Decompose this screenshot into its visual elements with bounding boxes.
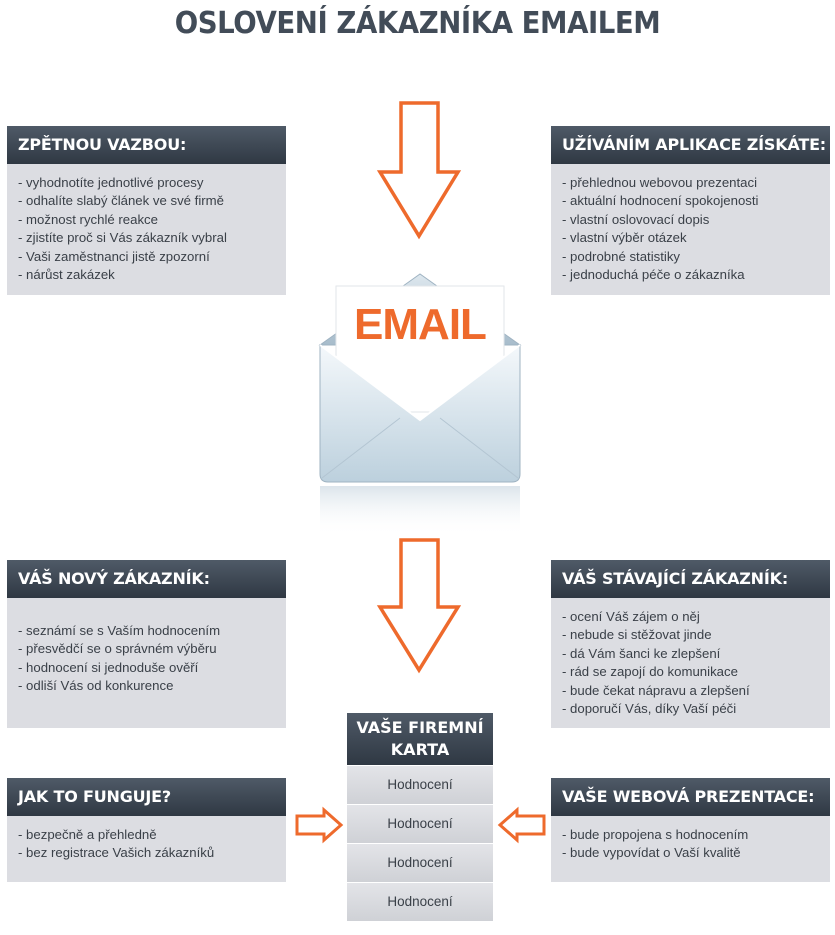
panel-web-presentation-list: - bude propojena s hodnocením - bude vyp… [562, 826, 820, 863]
panel-how-it-works-list: - bezpečně a přehledně - bez registrace … [18, 826, 276, 863]
company-card-title-line2: KARTA [390, 740, 450, 759]
company-card: VAŠE FIREMNÍ KARTA Hodnocení Hodnocení H… [347, 713, 493, 921]
company-card-row: Hodnocení [347, 804, 493, 843]
list-item: - odhalíte slabý článek ve své firmě [18, 193, 224, 209]
panel-how-it-works-title: JAK TO FUNGUJE? [7, 778, 286, 816]
list-item: - jednoduchá péče o zákazníka [562, 267, 745, 283]
list-item: - vyhodnotíte jednotlivé procesy [18, 175, 204, 190]
panel-existing-customer-title: VÁŠ STÁVAJÍCÍ ZÁKAZNÍK: [551, 560, 830, 598]
list-item: - přehlednou webovou prezentaci [562, 175, 758, 190]
panel-existing-customer: VÁŠ STÁVAJÍCÍ ZÁKAZNÍK: - ocení Váš záje… [551, 560, 830, 728]
list-item: - bezpečně a přehledně [18, 827, 157, 842]
list-item: - vlastní výběr otázek [562, 230, 687, 246]
panel-app: UŽÍVÁNÍM APLIKACE ZÍSKÁTE: - přehlednou … [551, 126, 830, 295]
company-card-row: Hodnocení [347, 843, 493, 882]
list-item: - doporučí Vás, díky Vaší péči [562, 701, 737, 717]
panel-how-it-works: JAK TO FUNGUJE? - bezpečně a přehledně -… [7, 778, 286, 882]
list-item: - aktuální hodnocení spokojenosti [562, 193, 759, 209]
panel-web-presentation-title: VAŠE WEBOVÁ PREZENTACE: [551, 778, 830, 816]
page-title: OSLOVENÍ ZÁKAZNÍKA EMAILEM [174, 6, 661, 41]
panel-new-customer: VÁŠ NOVÝ ZÁKAZNÍK: - seznámí se s Vaším … [7, 560, 286, 728]
panel-feedback: ZPĚTNOU VAZBOU: - vyhodnotíte jednotlivé… [7, 126, 286, 295]
email-label: EMAIL [354, 300, 487, 349]
company-card-title-line1: VAŠE FIREMNÍ [356, 718, 484, 737]
list-item: - seznámí se s Vaším hodnocením [18, 623, 221, 638]
panel-app-list: - přehlednou webovou prezentaci - aktuál… [562, 174, 820, 284]
list-item: - Vaši zaměstnanci jistě zpozorní [18, 248, 210, 264]
envelope-icon [318, 273, 522, 536]
panel-feedback-title: ZPĚTNOU VAZBOU: [7, 126, 286, 164]
list-item: - nárůst zakázek [18, 267, 115, 283]
list-item: - zjistíte proč si Vás zákazník vybral [18, 230, 227, 246]
panel-web-presentation: VAŠE WEBOVÁ PREZENTACE: - bude propojena… [551, 778, 830, 882]
company-card-row: Hodnocení [347, 765, 493, 804]
arrow-down-bottom-icon [376, 538, 462, 674]
list-item: - bude vypovídat o Vaší kvalitě [562, 845, 741, 861]
panel-app-title: UŽÍVÁNÍM APLIKACE ZÍSKÁTE: [551, 126, 830, 164]
list-item: - dá Vám šanci ke zlepšení [562, 645, 721, 661]
company-card-title: VAŠE FIREMNÍ KARTA [347, 713, 493, 765]
list-item: - bez registrace Vašich zákazníků [18, 845, 215, 861]
arrow-left-icon [497, 806, 546, 844]
panel-feedback-list: - vyhodnotíte jednotlivé procesy - odhal… [18, 174, 276, 284]
list-item: - podrobné statistiky [562, 248, 681, 264]
company-card-row: Hodnocení [347, 882, 493, 921]
panel-new-customer-list: - seznámí se s Vaším hodnocením - přesvě… [18, 622, 276, 696]
list-item: - přesvědčí se o správném výběru [18, 641, 217, 657]
list-item: - bude čekat nápravu a zlepšení [562, 682, 750, 698]
arrow-down-top-icon [376, 101, 462, 240]
list-item: - odliší Vás od konkurence [18, 678, 174, 694]
arrow-right-icon [295, 806, 344, 844]
list-item: - nebude si stěžovat jinde [562, 627, 712, 643]
list-item: - vlastní oslovovací dopis [562, 211, 710, 227]
list-item: - bude propojena s hodnocením [562, 827, 749, 842]
panel-existing-customer-list: - ocení Váš zájem o něj - nebude si stěž… [562, 608, 820, 718]
panel-new-customer-title: VÁŠ NOVÝ ZÁKAZNÍK: [7, 560, 286, 598]
list-item: - možnost rychlé reakce [18, 211, 158, 227]
list-item: - rád se zapojí do komunikace [562, 664, 738, 680]
list-item: - hodnocení si jednoduše ověří [18, 659, 199, 675]
list-item: - ocení Váš zájem o něj [562, 609, 700, 624]
